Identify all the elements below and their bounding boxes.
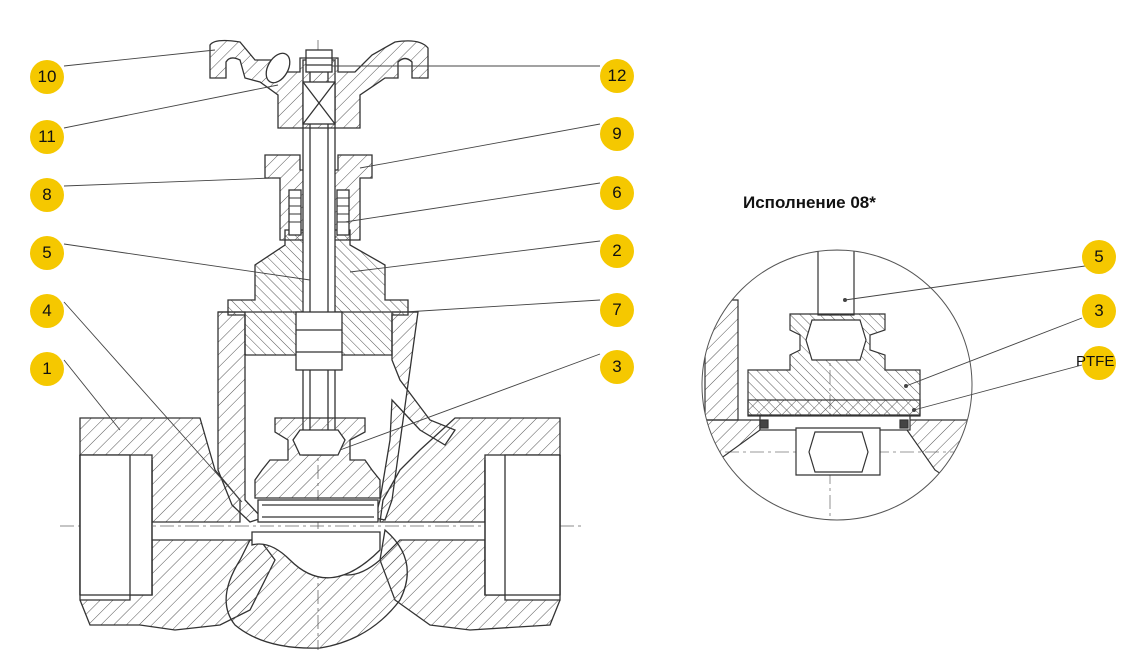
callout-6: 6 <box>600 176 634 210</box>
inset-circle <box>701 249 973 521</box>
callout-5: 5 <box>30 236 64 270</box>
packing <box>289 197 349 223</box>
callout-12: 12 <box>600 59 634 93</box>
callout-2: 2 <box>600 234 634 268</box>
inset-leaders <box>844 265 1086 411</box>
callout-7: 7 <box>600 293 634 327</box>
callout-11: 11 <box>30 120 64 154</box>
valve-section-view <box>60 39 585 650</box>
callout-10: 10 <box>30 60 64 94</box>
inset-callout-ptfe-marker <box>1082 346 1116 380</box>
callout-1: 1 <box>30 352 64 386</box>
leader-lines <box>63 49 601 503</box>
inset-callout-5: 5 <box>1082 240 1116 274</box>
ptfe-label: PTFE <box>1076 353 1115 370</box>
callout-8: 8 <box>30 178 64 212</box>
handwheel-nut <box>305 49 333 73</box>
inset-callout-3: 3 <box>1082 294 1116 328</box>
seat-ring <box>257 499 379 523</box>
inset-detail <box>702 250 972 520</box>
body-wall-right <box>374 311 456 521</box>
callout-9: 9 <box>600 117 634 151</box>
callout-3: 3 <box>600 350 634 384</box>
disc-holder <box>254 417 381 499</box>
callout-4: 4 <box>30 294 64 328</box>
inset-title: Исполнение 08* <box>743 193 876 212</box>
